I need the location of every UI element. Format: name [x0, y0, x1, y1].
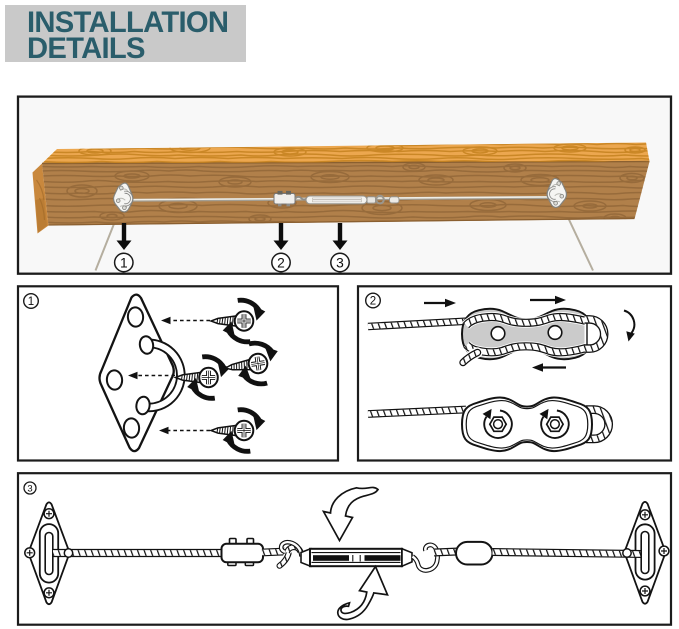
svg-text:2: 2 [277, 255, 285, 270]
svg-text:1: 1 [28, 296, 34, 308]
svg-text:3: 3 [27, 483, 32, 494]
svg-text:2: 2 [370, 296, 376, 308]
svg-text:1: 1 [120, 255, 128, 270]
svg-text:3: 3 [336, 255, 344, 270]
